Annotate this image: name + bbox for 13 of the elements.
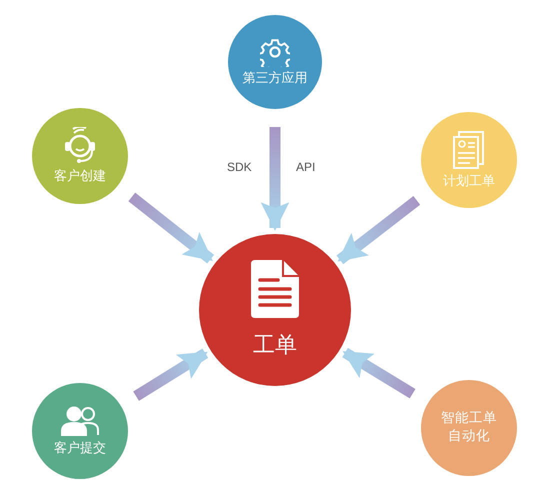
arrow (342, 348, 416, 398)
arrow (260, 127, 290, 231)
arrow (128, 192, 214, 264)
interface-label: API (296, 160, 316, 174)
node-label: 第三方应用 (242, 70, 308, 88)
node-label: 客户创建 (54, 168, 106, 186)
node-label: 计划工单 (443, 174, 495, 190)
interface-label: SDK (227, 160, 252, 174)
arrow (336, 196, 420, 264)
node-label: 工单 (253, 332, 297, 360)
arrow (133, 348, 208, 401)
node-label: 客户提交 (54, 440, 106, 458)
node-label: 智能工单自动化 (440, 410, 498, 446)
